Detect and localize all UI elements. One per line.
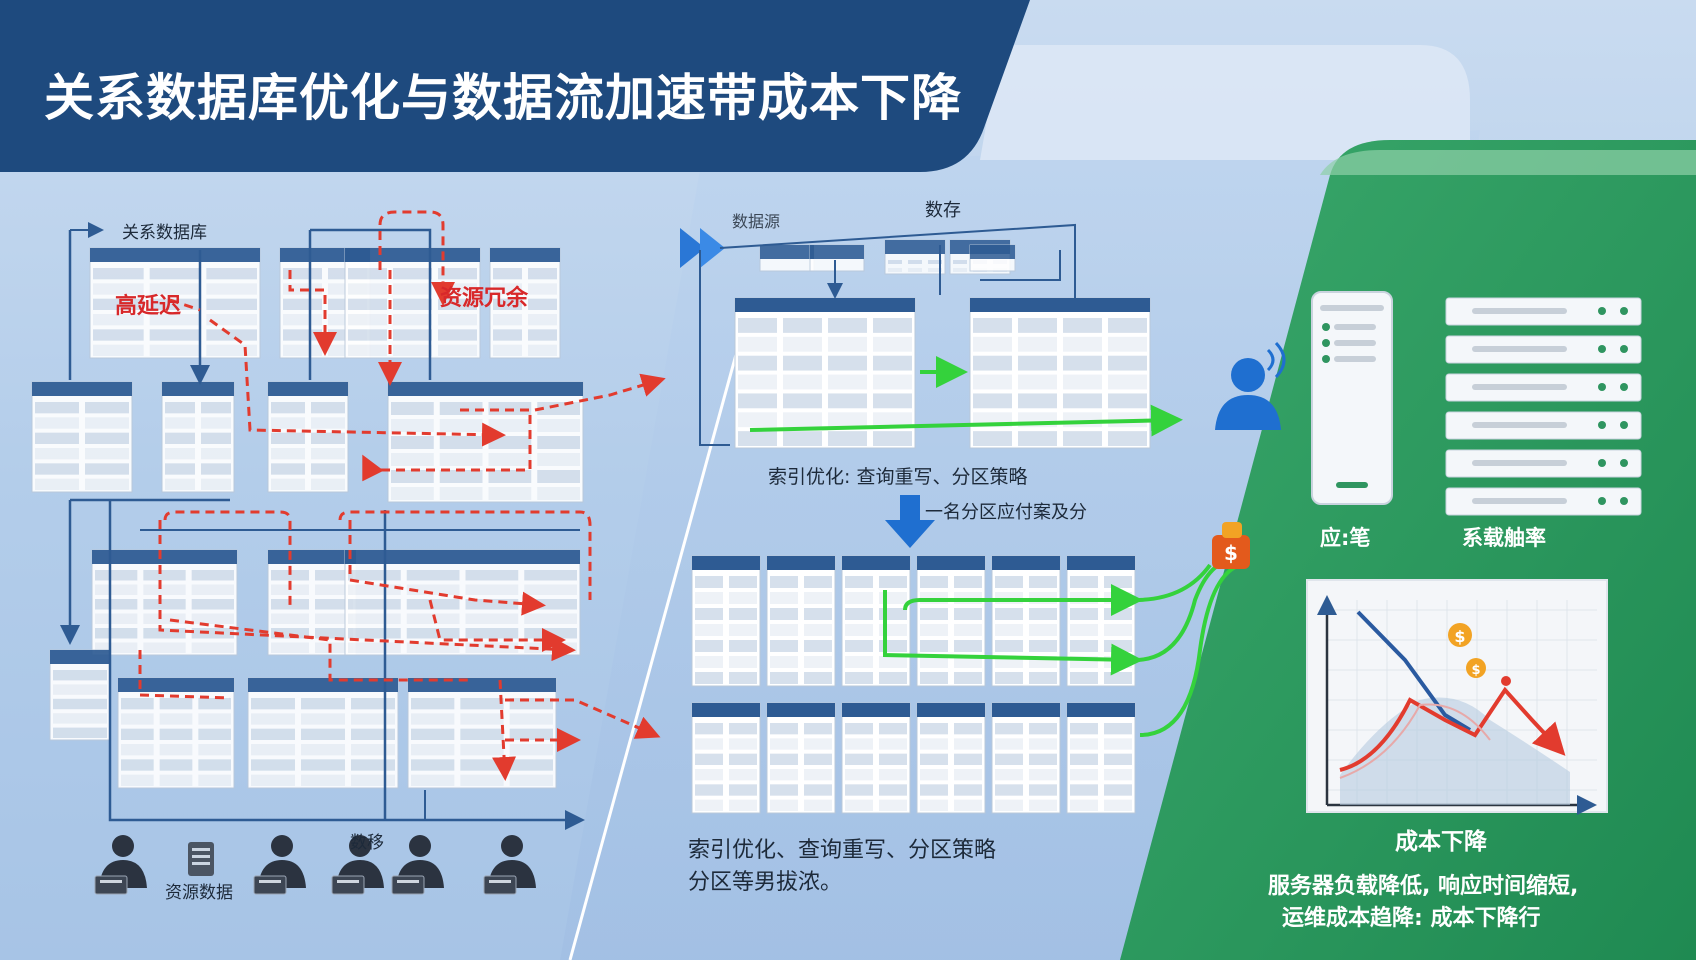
rack-unit (1445, 297, 1642, 326)
table-card (1066, 555, 1136, 687)
blue-down-arrow-icon (885, 495, 935, 548)
bottom-caption-line2: 分区等男拔浓。 (688, 870, 843, 895)
rack-unit (1445, 373, 1642, 402)
db-label: 关系数据库 (122, 223, 207, 243)
table-card (161, 381, 235, 493)
table-card (841, 555, 911, 687)
index-caption: 索引优化: 查询重写、分区策略 (768, 466, 1028, 488)
table-card (117, 677, 235, 789)
data-source-chevron-icon (680, 228, 725, 268)
bottom-caption-line1: 索引优化、查询重写、分区策略 (688, 838, 997, 863)
user-icon (252, 832, 322, 902)
user-icon (1215, 341, 1286, 430)
rack-unit (1445, 411, 1642, 440)
middle-blue-connectors (699, 223, 1076, 446)
bottom-icon-label: 数移 (350, 833, 384, 853)
user-icon (390, 832, 460, 902)
server-rack-icon (1445, 297, 1642, 516)
green-panel-light-edge (1320, 150, 1696, 175)
table-card (407, 677, 557, 789)
top-right-banner (980, 45, 1470, 160)
table-card (916, 702, 986, 814)
left-table-grid (31, 247, 584, 789)
table-card (809, 244, 865, 272)
user-icon (93, 832, 163, 902)
coin-bag-icon: $ (1212, 522, 1250, 569)
desc-line2: 运维成本趋降: 成本下降行 (1282, 906, 1541, 931)
data-source-label: 数据源 (732, 212, 781, 231)
table-card (49, 649, 111, 741)
partition-caption: 一名分区应付案及分 (925, 502, 1087, 523)
table-card (691, 555, 761, 687)
rack-unit (1445, 449, 1642, 478)
user-icon: 数移 (330, 832, 400, 902)
server-label: 应:笔 (1320, 526, 1371, 550)
table-card (884, 239, 946, 275)
table-card (1066, 702, 1136, 814)
svg-text:$: $ (1224, 541, 1238, 565)
table-card (89, 247, 261, 359)
rack-label: 系载舳率 (1462, 526, 1546, 550)
table-card (734, 297, 916, 449)
table-card (691, 702, 761, 814)
table-card (991, 702, 1061, 814)
table-card (766, 702, 836, 814)
server-tower-icon (1311, 291, 1393, 505)
table-card (387, 381, 584, 503)
desc-line1: 服务器负载降低, 响应时间缩短, (1268, 874, 1579, 899)
latency-label: 高延迟 (115, 294, 182, 319)
table-card (344, 247, 481, 359)
table-card (489, 247, 561, 359)
table-card (916, 555, 986, 687)
table-card (969, 244, 1016, 272)
table-card (267, 381, 349, 493)
server-doc-icon: 资源数据 (165, 832, 250, 903)
left-red-bottleneck-paths (138, 210, 666, 781)
user-icon (482, 832, 552, 902)
table-card (31, 381, 133, 493)
cache-label: 数存 (925, 200, 961, 221)
chart-title: 成本下降 (1395, 829, 1487, 855)
table-card (247, 677, 399, 789)
panel-divider (568, 339, 742, 960)
title-band (0, 0, 1030, 172)
cost-decline-chart: $ $ (1306, 579, 1608, 815)
rack-unit (1445, 335, 1642, 364)
page-title: 关系数据库优化与数据流加速带成本下降 (44, 69, 962, 127)
left-blue-connectors (60, 222, 585, 830)
bottom-icon-label: 资源数据 (165, 883, 233, 903)
svg-text:$: $ (1471, 663, 1480, 678)
table-card (841, 702, 911, 814)
svg-text:$: $ (1454, 627, 1465, 646)
redundancy-label: 资源冗余 (440, 286, 529, 311)
table-card (991, 555, 1061, 687)
table-card (759, 244, 815, 272)
green-optimized-paths (749, 356, 1241, 737)
rack-unit (1445, 487, 1642, 516)
table-card (766, 555, 836, 687)
table-card (91, 549, 238, 656)
